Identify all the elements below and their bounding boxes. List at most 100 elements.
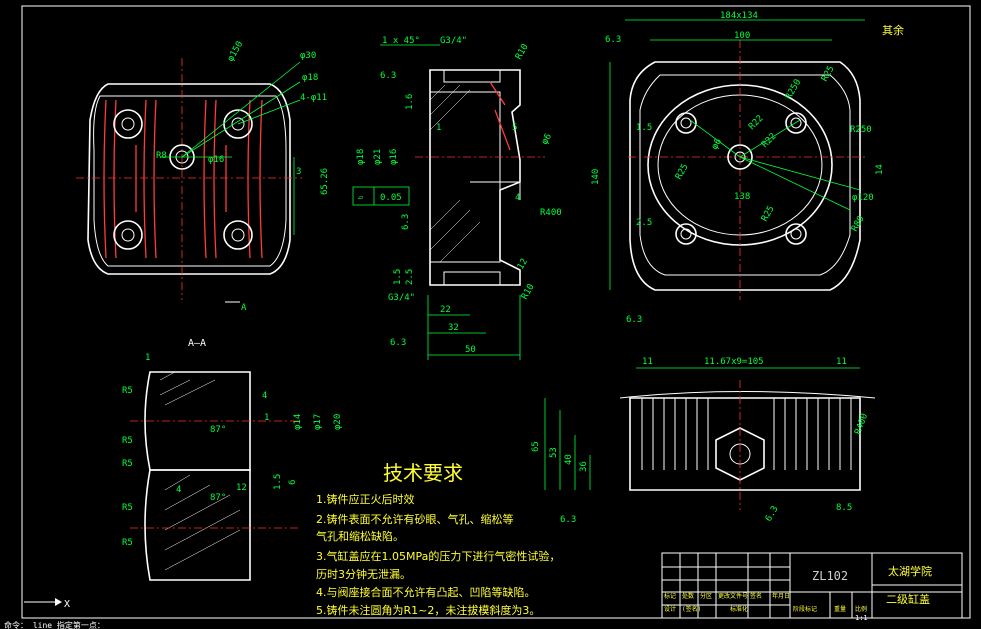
front-dim-40: 40: [564, 454, 574, 465]
dim-g34-top: G3/4": [440, 36, 467, 46]
dim-6-3-a: 6.3: [380, 71, 396, 81]
dim-phi18: φ18: [302, 73, 318, 83]
bolt-hole-br: [223, 220, 253, 250]
dim-chamfer: 1 x 45°: [382, 36, 420, 46]
tb-label-2: 处数: [682, 592, 694, 600]
aa-dim-phi17: φ17: [313, 414, 323, 430]
section-mark-a: A: [241, 303, 247, 313]
tb-label-3: 分区: [700, 592, 712, 600]
tb-design: 设计: [664, 605, 676, 613]
front-dim-105: 11.67x9=105: [704, 357, 764, 367]
dim-g34-bottom: G3/4": [388, 293, 415, 303]
tech-item-5: 历时3分钟无泄漏。: [316, 567, 411, 581]
aa-dim-87-a: 87°: [210, 425, 226, 435]
bolt-hole-bl: [113, 220, 143, 250]
drawing-border: [21, 5, 971, 619]
dim-r400: R400: [540, 208, 562, 218]
dim-phi16: φ16: [208, 155, 224, 165]
tech-item-7: 5.铸件未注圆角为R1~2，未注拔模斜度为3。: [316, 603, 540, 617]
aa-dim-12: 12: [236, 483, 247, 493]
dim-3: 3: [296, 167, 301, 177]
dim-12: 12: [516, 257, 530, 271]
tech-item-3: 气孔和缩松缺陷。: [316, 529, 404, 543]
dim-6-3-rt: 6.3: [605, 35, 621, 45]
aa-dim-4-b: 4: [176, 485, 181, 495]
bolt-hole-tr: [223, 109, 253, 139]
tech-title: 技术要求: [383, 461, 463, 485]
cooling-fin: [153, 99, 157, 259]
title-block: ZL102 太湖学院 二级缸盖 标记 处数 分区 更改文件号 签名 年月日 设计…: [661, 552, 963, 622]
front-dim-8-5: 8.5: [836, 503, 852, 513]
right-hole-br: [785, 223, 807, 245]
ucs-axis-icon: X: [24, 598, 70, 610]
tech-item-4: 3.气缸盖应在1.05MPa的压力下进行气密性试验，: [316, 549, 560, 563]
school-name: 太湖学院: [888, 564, 932, 578]
tb-label-4: 更改文件号: [718, 592, 748, 600]
dim-phi21: φ21: [373, 149, 383, 165]
command-line-strip[interactable]: [0, 620, 981, 629]
dim-2-5-rt: 2.5: [636, 218, 652, 228]
dim-1-5: 1.5: [393, 269, 403, 285]
front-dim-11-left: 11: [642, 357, 653, 367]
dim-6-3-rb: 6.3: [626, 315, 642, 325]
tb-weight: 重量: [834, 605, 846, 613]
aa-dim-1-b: 1: [264, 413, 269, 423]
dim-138: 138: [734, 192, 750, 202]
front-dim-6-3-b: 6.3: [764, 504, 781, 523]
command-line-text: 命令：_line 指定第一点：: [4, 620, 105, 629]
dim-r80: R80: [850, 214, 867, 233]
aa-dim-r5-c: R5: [122, 459, 133, 469]
dim-5: 5: [512, 123, 517, 133]
dim-r10-top: R10: [514, 42, 531, 61]
right-hole-bl: [675, 223, 697, 245]
dim-50: 50: [465, 345, 476, 355]
aa-dim-1: 1: [145, 353, 150, 363]
dim-phi6: φ6: [540, 132, 554, 146]
dim-32: 32: [448, 323, 459, 333]
dim-0-05: 0.05: [380, 193, 402, 203]
cooling-fin: [143, 99, 147, 259]
part-name: 二级缸盖: [886, 592, 930, 606]
tech-item-1: 1.铸件应正火后时效: [316, 492, 415, 506]
cooling-fin: [203, 99, 207, 259]
tech-requirements: 技术要求 1.铸件应正火后时效 2.铸件表面不允许有砂眼、气孔、缩松等 气孔和缩…: [316, 461, 560, 617]
cooling-fin: [213, 99, 217, 259]
axis-x-label: X: [64, 599, 70, 610]
tb-scale-label: 比例: [855, 605, 867, 613]
front-view: 11 11.67x9=105 11 65 53 40 36 R400 6.3 6…: [531, 357, 876, 525]
dim-r250-top: R250: [784, 78, 804, 102]
aa-dim-phi20: φ20: [333, 414, 343, 430]
dim-phi6-rt: φ6: [710, 137, 724, 151]
aa-dim-6: 6: [288, 480, 298, 485]
aa-dim-87-b: 87°: [210, 493, 226, 503]
dim-r10-bottom: R10: [520, 282, 537, 301]
aa-dim-r5-a: R5: [122, 386, 133, 396]
tolerance-symbol: ▱: [358, 193, 364, 203]
dim-r25-bottom: R25: [760, 204, 777, 223]
dim-phi18: φ18: [356, 149, 366, 165]
tb-label-1: 标记: [664, 592, 676, 600]
tb-sign: (签名): [682, 605, 701, 613]
dim-phi16: φ16: [389, 149, 399, 165]
bolt-hole-tl: [113, 109, 143, 139]
tb-stage: 阶段标记: [793, 605, 817, 613]
aa-dim-phi14: φ14: [293, 414, 303, 430]
dim-2-5: 2.5: [405, 269, 415, 285]
front-dim-6-3-a: 6.3: [560, 515, 576, 525]
right-hole-tl: [675, 112, 697, 134]
front-dim-53: 53: [549, 447, 559, 458]
dim-phi30: φ30: [300, 51, 316, 61]
dim-14: 14: [875, 164, 885, 175]
tb-standard: 标准化: [730, 605, 748, 613]
front-dim-11-right: 11: [836, 357, 847, 367]
front-dim-65: 65: [531, 441, 541, 452]
dim-6-3-c: 6.3: [390, 338, 406, 348]
section-aa-title: A—A: [188, 338, 206, 349]
dim-phi120: φ120: [852, 193, 874, 203]
dim-6-3-b: 6.3: [401, 214, 411, 230]
cooling-fin: [247, 99, 251, 259]
aa-dim-r5-b: R5: [122, 436, 133, 446]
right-hole-tr: [785, 112, 807, 134]
dim-22: 22: [440, 305, 451, 315]
